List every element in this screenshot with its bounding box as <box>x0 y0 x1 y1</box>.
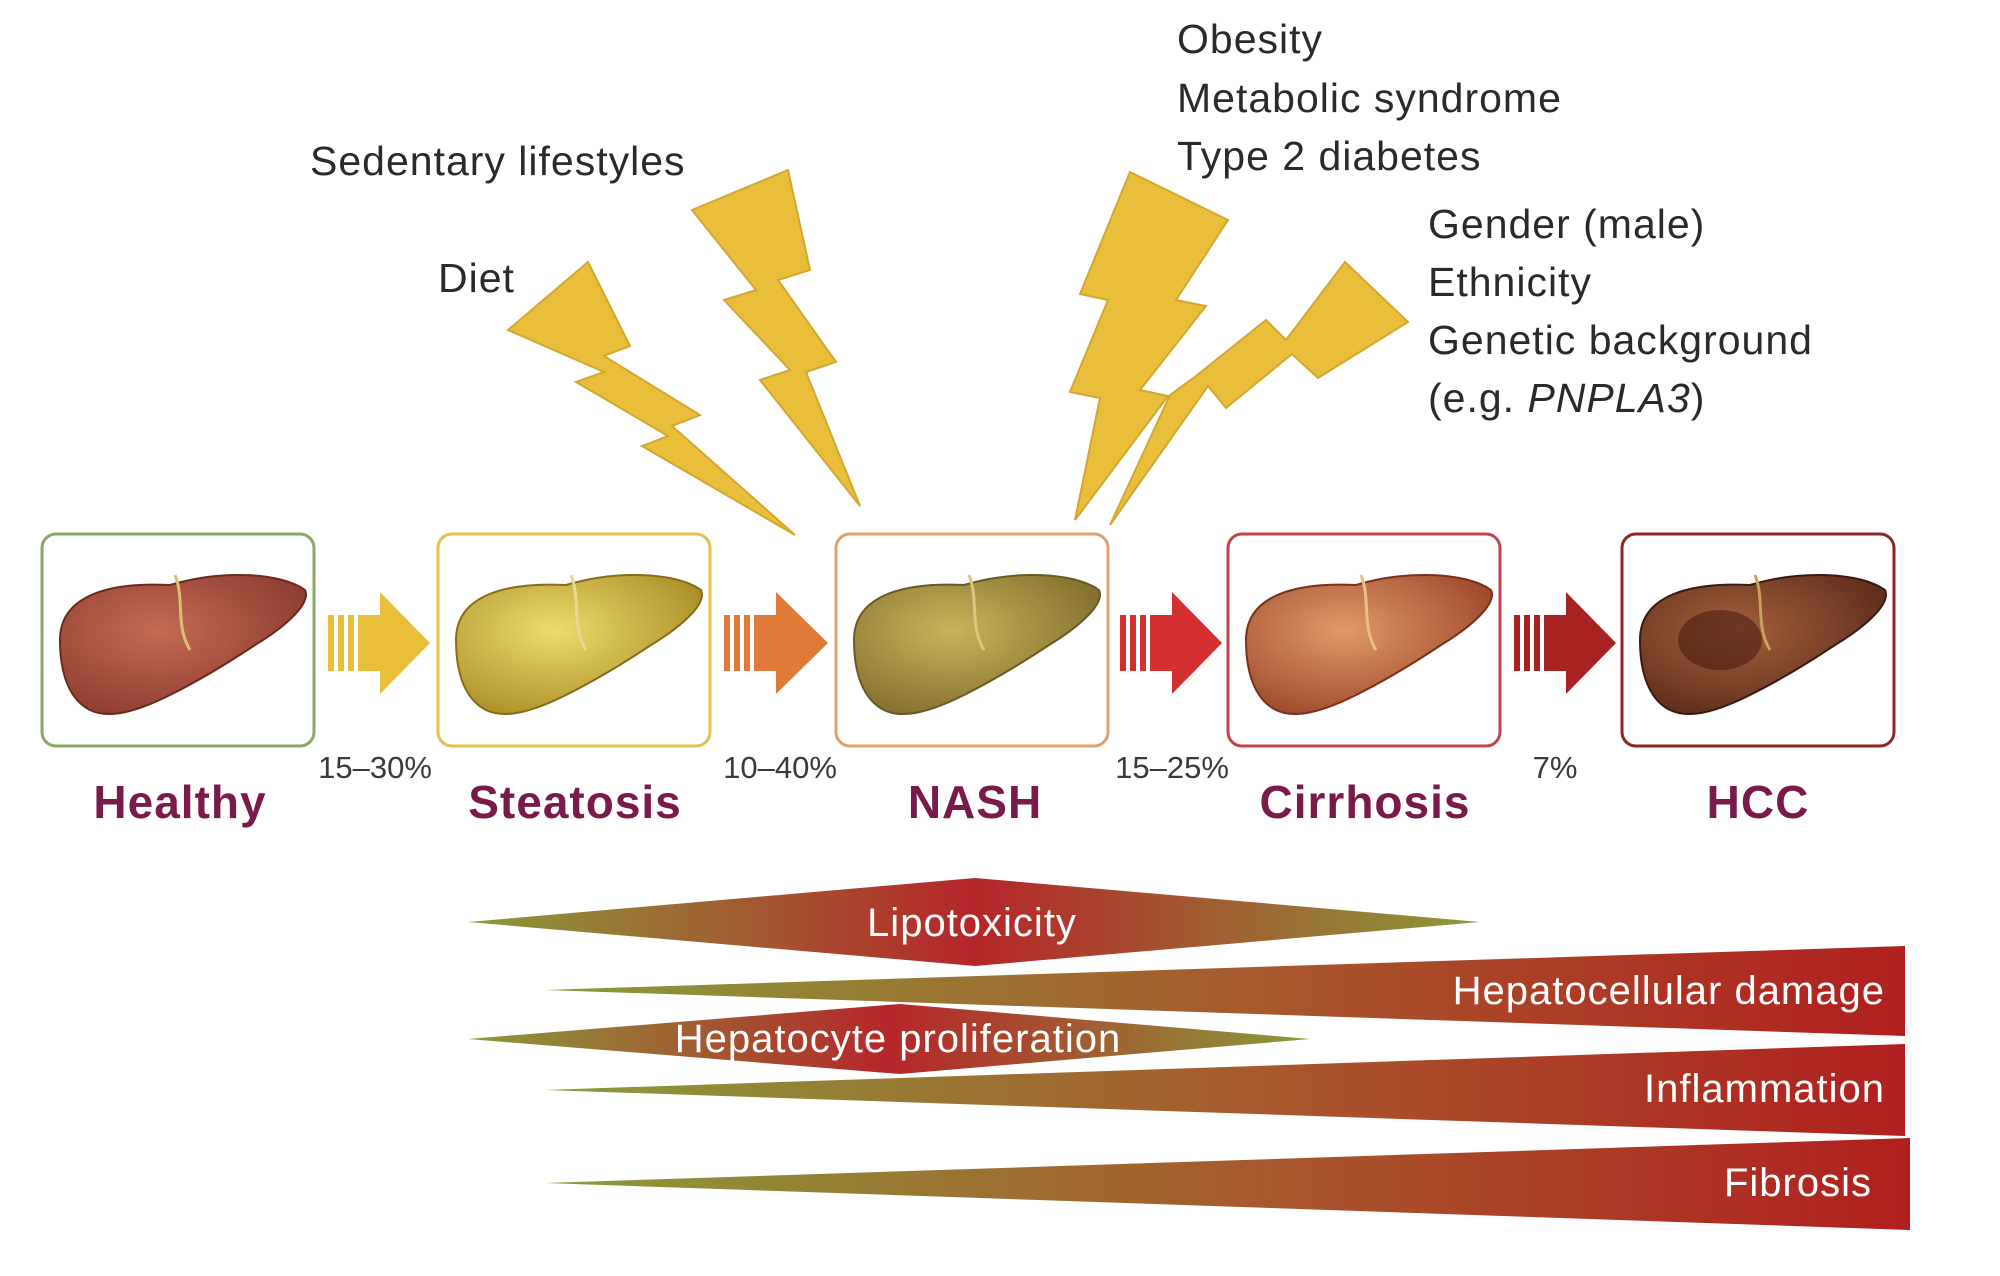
transition-arrows <box>328 592 1616 694</box>
factor-diet: Diet <box>438 255 515 301</box>
bolt-obesity-icon <box>1068 170 1230 521</box>
arrow-2-icon <box>724 592 828 694</box>
label-fibrosis: Fibrosis <box>1724 1161 1872 1205</box>
process-bands: Lipotoxicity Hepatocellular damage Hepat… <box>468 878 1910 1230</box>
factor-metabolic: Metabolic syndrome <box>1177 75 1562 121</box>
band-hepatocellular-damage <box>545 946 1905 1036</box>
factor-ethnicity: Ethnicity <box>1428 259 1592 305</box>
band-hepatocyte-proliferation <box>468 1004 1310 1074</box>
liver-hcc-icon <box>1639 573 1887 716</box>
liver-healthy-icon <box>59 573 307 716</box>
pct-healthy-steatosis: 15–30% <box>318 750 432 785</box>
band-inflammation <box>545 1044 1905 1136</box>
bolt-sedentary-icon <box>690 168 861 507</box>
bolt-gender-icon <box>1109 260 1410 526</box>
liver-steatosis-icon <box>455 573 703 716</box>
liver-cirrhosis-icon <box>1245 573 1493 716</box>
band-lipotoxicity <box>468 878 1480 966</box>
stage-label-hcc: HCC <box>1707 776 1810 828</box>
pct-steatosis-nash: 10–40% <box>723 750 837 785</box>
label-inflammation: Inflammation <box>1644 1067 1885 1111</box>
risk-factors: Sedentary lifestyles Diet Obesity Metabo… <box>310 16 1813 421</box>
factor-gender: Gender (male) <box>1428 201 1705 247</box>
gene-prefix: (e.g. <box>1428 375 1527 421</box>
label-hepatocyte-proliferation: Hepatocyte proliferation <box>675 1017 1121 1061</box>
gene-name: PNPLA3 <box>1527 375 1690 421</box>
factor-diabetes: Type 2 diabetes <box>1177 133 1481 179</box>
stage-label-steatosis: Steatosis <box>468 776 682 828</box>
factor-gene-example: (e.g. PNPLA3) <box>1428 375 1705 421</box>
pct-cirrhosis-hcc: 7% <box>1533 750 1578 785</box>
stage-label-healthy: Healthy <box>93 776 266 828</box>
factor-sedentary: Sedentary lifestyles <box>310 138 686 184</box>
stage-labels: Healthy Steatosis NASH Cirrhosis HCC <box>93 776 1810 828</box>
bolt-diet-icon <box>506 260 796 536</box>
stage-label-nash: NASH <box>908 776 1042 828</box>
lightning-bolts <box>506 168 1410 536</box>
factor-obesity: Obesity <box>1177 16 1323 62</box>
band-fibrosis <box>545 1138 1910 1230</box>
livers <box>59 573 1887 716</box>
stage-label-cirrhosis: Cirrhosis <box>1260 776 1471 828</box>
factor-genetic: Genetic background <box>1428 317 1813 363</box>
pct-nash-cirrhosis: 15–25% <box>1115 750 1229 785</box>
arrow-3-icon <box>1120 592 1222 694</box>
gene-suffix: ) <box>1691 375 1706 421</box>
label-hepatocellular-damage: Hepatocellular damage <box>1453 969 1885 1013</box>
arrow-4-icon <box>1514 592 1616 694</box>
arrow-1-icon <box>328 592 430 694</box>
liver-nash-icon <box>853 573 1101 716</box>
transition-percentages: 15–30% 10–40% 15–25% 7% <box>318 750 1577 785</box>
label-lipotoxicity: Lipotoxicity <box>867 901 1077 945</box>
